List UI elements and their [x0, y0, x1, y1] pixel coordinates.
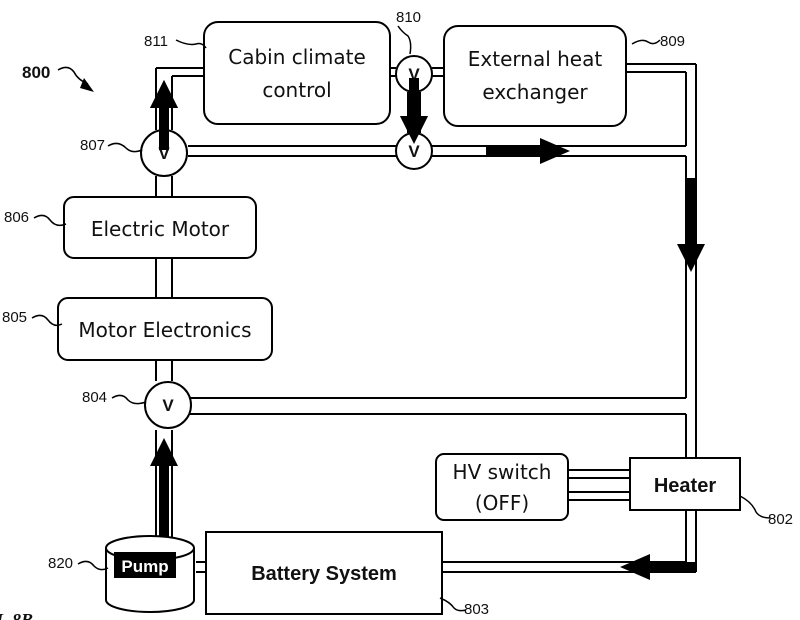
ref-807: 807 — [80, 137, 105, 154]
cabin-climate-control-label-1: Cabin climate — [228, 45, 366, 69]
heater-box: Heater — [629, 457, 741, 511]
figure-caption: I. 8B — [0, 610, 33, 620]
battery-system-box: Battery System — [205, 531, 443, 615]
flow-arrow-down-right-head — [677, 244, 705, 272]
ref-804: 804 — [82, 389, 107, 406]
flow-arrow-up-upper-shaft-overlay — [159, 104, 169, 150]
motor-electronics-box: Motor Electronics — [57, 297, 273, 361]
flow-arrow-right-head — [540, 138, 570, 164]
motor-electronics-label: Motor Electronics — [78, 318, 251, 342]
valve-804-label: V — [162, 396, 174, 415]
leader-810 — [397, 25, 412, 55]
flow-arrow-down-right-shaft — [686, 178, 696, 248]
valve-804: V — [144, 381, 192, 429]
electric-motor-label: Electric Motor — [91, 217, 230, 241]
flow-arrows-overlay — [150, 78, 428, 150]
leader-807 — [107, 142, 143, 153]
flow-arrow-down-valve-head-overlay — [400, 116, 428, 144]
leader-811 — [175, 39, 207, 49]
external-heat-exchanger-label-1: External heat — [468, 47, 603, 71]
heater-label: Heater — [654, 475, 716, 497]
leader-lines — [31, 25, 771, 612]
pipes — [155, 63, 697, 573]
ref-820: 820 — [48, 555, 73, 572]
external-heat-exchanger-label-2: exchanger — [482, 80, 588, 104]
flow-arrow-left-shaft — [648, 562, 696, 572]
leader-804 — [111, 394, 147, 405]
ref-803: 803 — [464, 601, 489, 618]
pump-label: Pump — [121, 557, 168, 576]
pump-label-background — [114, 552, 176, 578]
hv-switch-box: HV switch (OFF) — [435, 453, 569, 521]
flow-arrow-left-head — [620, 554, 650, 580]
hv-switch-label-2: (OFF) — [475, 491, 529, 515]
leader-805 — [31, 314, 63, 327]
ref-802: 802 — [768, 511, 793, 528]
valve-middle-label: V — [408, 142, 420, 161]
leader-800-arrowhead — [80, 78, 94, 92]
ref-805: 805 — [2, 309, 27, 326]
ref-810: 810 — [396, 9, 421, 26]
leader-802 — [739, 495, 771, 519]
cabin-climate-control-box: Cabin climate control — [203, 21, 391, 125]
ref-811: 811 — [144, 33, 168, 50]
leader-803 — [439, 597, 467, 612]
flow-arrow-down-valve-shaft-overlay — [409, 78, 419, 120]
reference-numerals: 800 811 810 809 807 806 805 804 802 820 … — [2, 9, 793, 618]
valve-middle: V — [395, 132, 433, 170]
leader-806 — [33, 214, 67, 227]
cabin-climate-control-label-2: control — [262, 78, 331, 102]
external-heat-exchanger-box: External heat exchanger — [443, 25, 627, 127]
flow-arrow-right-shaft — [486, 146, 542, 156]
flow-arrow-up-upper-head-overlay — [150, 80, 178, 108]
pump: Pump — [105, 535, 195, 613]
electric-motor-box: Electric Motor — [63, 196, 257, 259]
flow-arrow-up-lower-head — [150, 438, 178, 466]
flow-arrow-up-lower-shaft — [159, 462, 169, 538]
leader-809 — [631, 39, 661, 45]
figure-number-800: 800 — [22, 63, 50, 82]
hv-switch-label-1: HV switch — [453, 460, 552, 484]
ref-806: 806 — [4, 209, 29, 226]
ref-809: 809 — [660, 33, 685, 50]
battery-system-label: Battery System — [251, 563, 397, 585]
leader-820 — [77, 560, 109, 571]
